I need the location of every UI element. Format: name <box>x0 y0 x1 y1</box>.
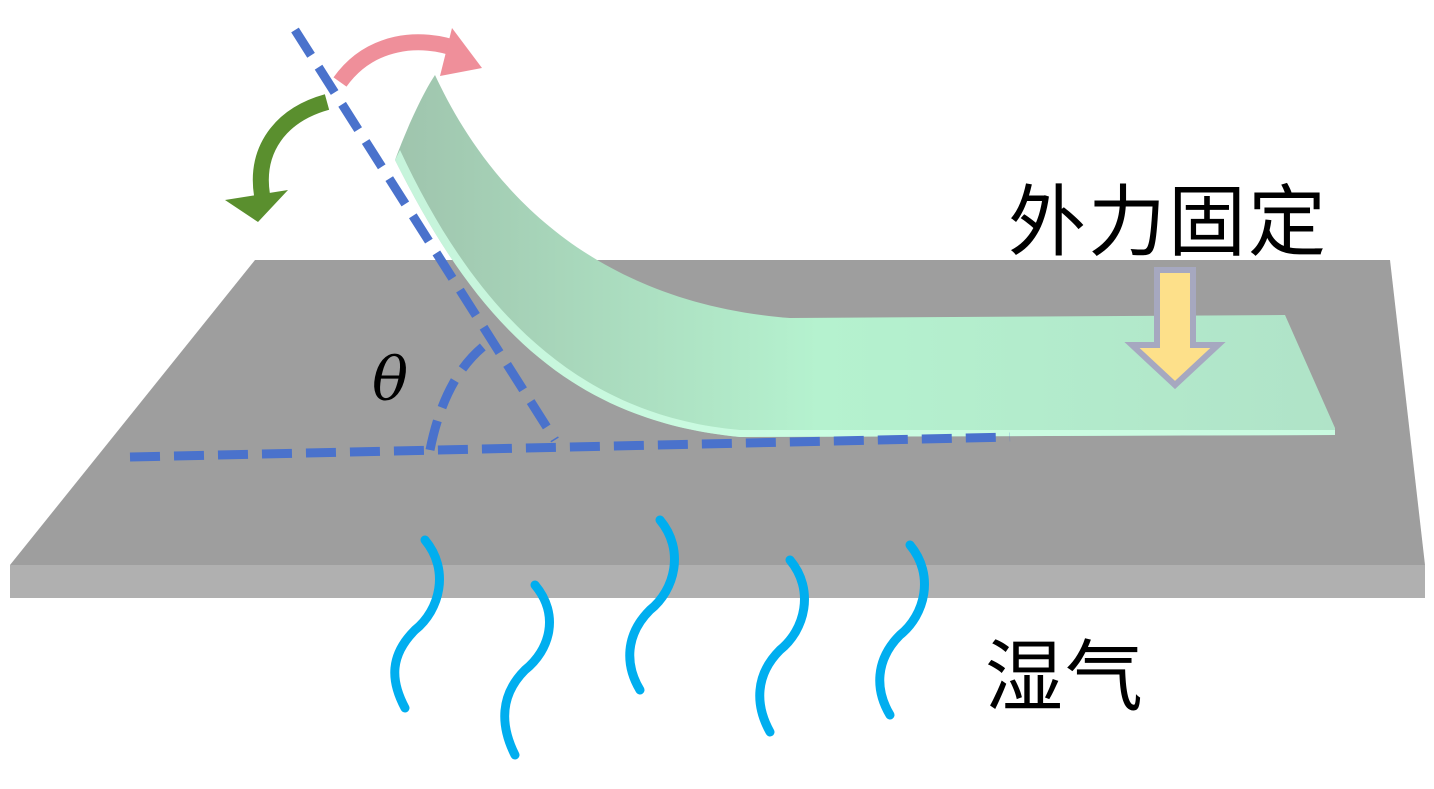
force-arrow-icon <box>1124 267 1226 390</box>
film-tangent-line <box>291 27 559 443</box>
external-force-label: 外力固定 <box>1008 178 1329 268</box>
recover-arrow-icon <box>225 94 330 222</box>
angle-theta-label: θ <box>372 345 409 415</box>
bend-arrow-icon <box>333 28 482 87</box>
angle-arc <box>425 334 498 451</box>
bent-film <box>395 75 1335 437</box>
angle-indicator <box>129 27 1011 462</box>
baseline-dashed-line <box>129 432 1011 462</box>
moisture-label: 湿气 <box>985 633 1146 723</box>
moisture-wave-icons <box>390 515 929 760</box>
